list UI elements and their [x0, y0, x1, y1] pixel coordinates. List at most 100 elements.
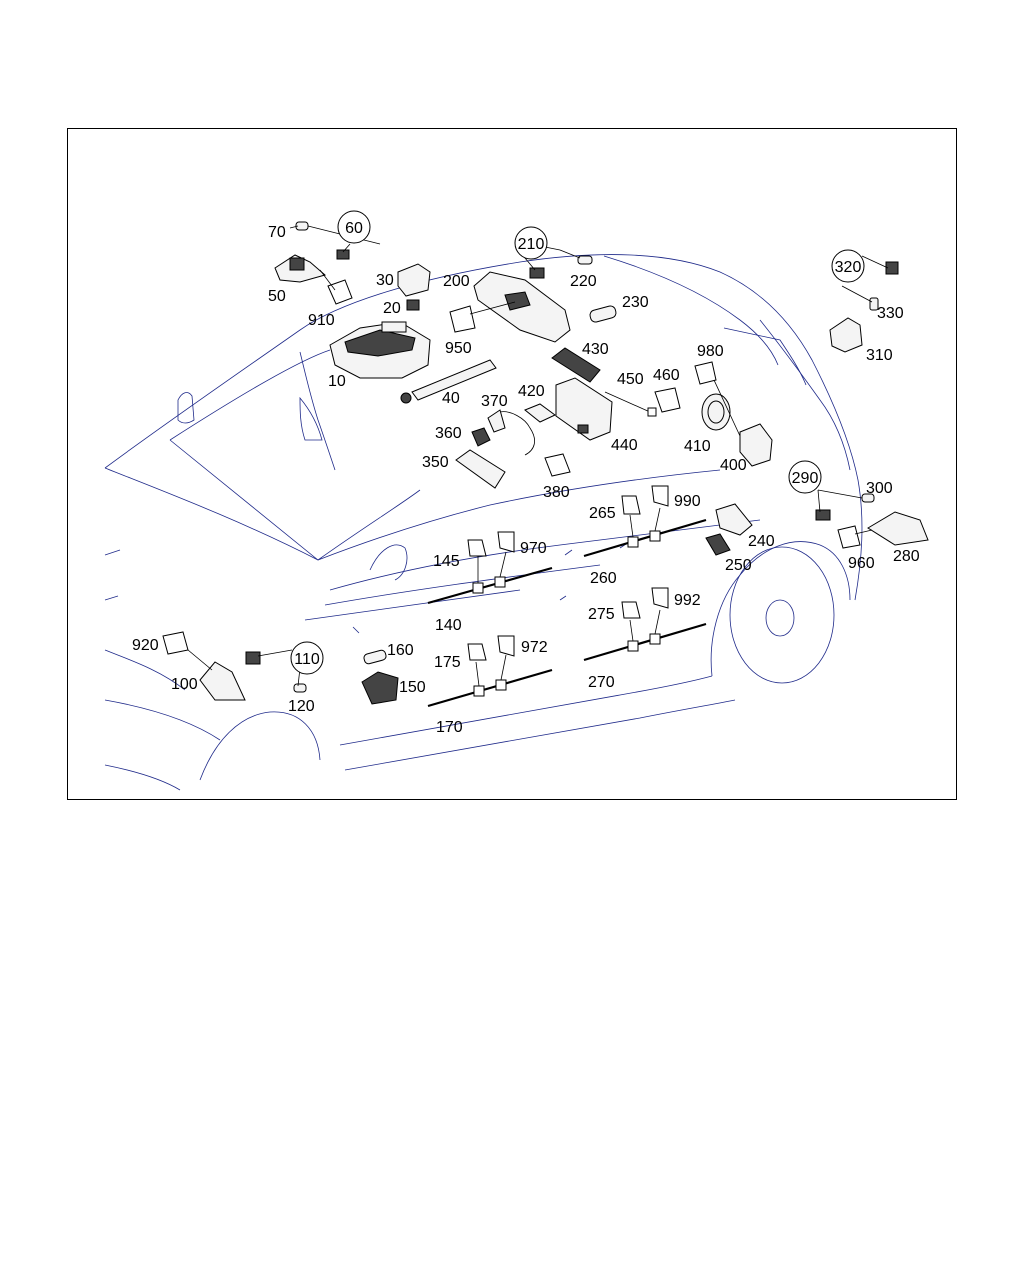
- part-320-sub[interactable]: [885, 261, 899, 275]
- callout-980: 980: [697, 343, 724, 360]
- callout-280: 280: [893, 548, 920, 565]
- callout-70: 70: [268, 224, 286, 241]
- callout-990: 990: [674, 493, 701, 510]
- callout-460: 460: [653, 367, 680, 384]
- group-callout-110: 110: [294, 651, 320, 668]
- part-10-console[interactable]: [329, 321, 431, 379]
- part-30[interactable]: [397, 263, 431, 297]
- part-50[interactable]: [274, 254, 327, 283]
- callout-410: 410: [684, 438, 711, 455]
- part-120[interactable]: [293, 683, 307, 693]
- part-40-rod[interactable]: [400, 359, 497, 404]
- part-980[interactable]: [694, 361, 717, 385]
- part-110-sub[interactable]: [245, 651, 261, 665]
- part-280[interactable]: [867, 511, 929, 546]
- part-910[interactable]: [327, 279, 353, 305]
- callout-310: 310: [866, 347, 893, 364]
- part-370-cable[interactable]: [487, 409, 535, 456]
- callout-50: 50: [268, 288, 286, 305]
- part-920[interactable]: [162, 631, 189, 655]
- callout-420: 420: [518, 383, 545, 400]
- callout-910: 910: [308, 312, 335, 329]
- part-350[interactable]: [455, 449, 506, 489]
- callout-30: 30: [376, 272, 394, 289]
- part-250[interactable]: [705, 533, 731, 556]
- callout-100: 100: [171, 676, 198, 693]
- part-950[interactable]: [449, 305, 476, 333]
- callout-400: 400: [720, 457, 747, 474]
- callout-230: 230: [622, 294, 649, 311]
- callout-960: 960: [848, 555, 875, 572]
- group-callout-320: 320: [835, 259, 862, 276]
- callout-40: 40: [442, 390, 460, 407]
- callout-10: 10: [328, 373, 346, 390]
- callout-145: 145: [433, 553, 460, 570]
- part-20[interactable]: [406, 299, 420, 311]
- part-460[interactable]: [654, 387, 681, 413]
- callout-labels: 10 20 30 40 50 70 100 120 140 145 150 16…: [132, 220, 920, 736]
- part-960[interactable]: [837, 525, 861, 549]
- part-240[interactable]: [715, 503, 753, 536]
- part-450-cable[interactable]: [604, 391, 657, 417]
- part-210-sub[interactable]: [529, 267, 545, 279]
- callout-220: 220: [570, 273, 597, 290]
- callout-330: 330: [877, 305, 904, 322]
- callout-970: 970: [520, 540, 547, 557]
- part-420[interactable]: [524, 403, 556, 423]
- cable-170[interactable]: [427, 654, 553, 708]
- part-410-ring[interactable]: [701, 393, 731, 431]
- callout-270: 270: [588, 674, 615, 691]
- callout-950: 950: [445, 340, 472, 357]
- part-330[interactable]: [869, 297, 879, 311]
- part-430[interactable]: [551, 347, 601, 383]
- callout-150: 150: [399, 679, 426, 696]
- callout-992: 992: [674, 592, 701, 609]
- callout-430: 430: [582, 341, 609, 358]
- callout-140: 140: [435, 617, 462, 634]
- part-360[interactable]: [471, 427, 491, 447]
- callout-175: 175: [434, 654, 461, 671]
- callout-440: 440: [611, 437, 638, 454]
- part-400[interactable]: [739, 423, 773, 467]
- callout-200: 200: [443, 273, 470, 290]
- callout-380: 380: [543, 484, 570, 501]
- part-290-sub[interactable]: [815, 509, 831, 521]
- callout-250: 250: [725, 557, 752, 574]
- cable-260[interactable]: [583, 507, 707, 558]
- callout-275: 275: [588, 606, 615, 623]
- group-callout-290: 290: [792, 470, 819, 487]
- part-380[interactable]: [544, 453, 571, 477]
- part-230[interactable]: [589, 305, 617, 323]
- part-200-lamp[interactable]: [473, 271, 571, 343]
- callout-265: 265: [589, 505, 616, 522]
- part-150[interactable]: [361, 671, 399, 705]
- car-body-outline: [104, 254, 863, 791]
- group-callout-210: 210: [518, 236, 545, 253]
- callout-20: 20: [383, 300, 401, 317]
- connector-housings: [467, 485, 669, 661]
- cable-140[interactable]: [427, 551, 553, 605]
- callout-120: 120: [288, 698, 315, 715]
- callout-circles: [290, 210, 865, 675]
- part-310[interactable]: [829, 317, 863, 353]
- callout-360: 360: [435, 425, 462, 442]
- callout-972: 972: [521, 639, 548, 656]
- callout-920: 920: [132, 637, 159, 654]
- callout-160: 160: [387, 642, 414, 659]
- callout-300: 300: [866, 480, 893, 497]
- part-220[interactable]: [577, 255, 593, 265]
- part-60-sub[interactable]: [336, 249, 350, 260]
- callout-170: 170: [436, 719, 463, 736]
- callout-240: 240: [748, 533, 775, 550]
- callout-350: 350: [422, 454, 449, 471]
- part-100[interactable]: [199, 661, 246, 701]
- leader-lines: [187, 225, 889, 687]
- callout-370: 370: [481, 393, 508, 410]
- callout-450: 450: [617, 371, 644, 388]
- cable-270[interactable]: [583, 609, 707, 662]
- callout-260: 260: [590, 570, 617, 587]
- part-160[interactable]: [363, 649, 387, 665]
- part-440[interactable]: [555, 377, 613, 441]
- group-callout-60: 60: [345, 220, 363, 237]
